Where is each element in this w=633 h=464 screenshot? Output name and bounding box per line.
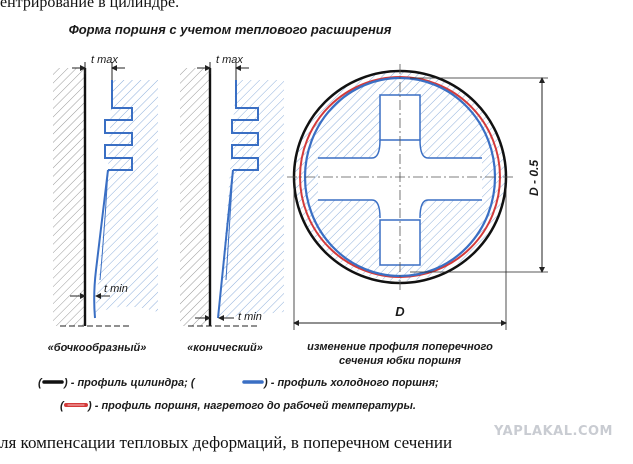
ring-grooves-2 [231, 80, 259, 171]
caption-cross-1: изменение профиля поперечного [307, 341, 493, 353]
t-max-label-1: t max [91, 54, 118, 66]
piston-body-hatch-2 [218, 80, 284, 318]
t-max-label-2: t max [216, 54, 243, 66]
t-min-label-2: t min [238, 311, 262, 323]
cold-piston-profile [93, 169, 109, 319]
bottom-paragraph-text: ля компенсации тепловых деформаций, в по… [0, 433, 453, 452]
svg-text:) - профиль холодного поршня;: ) - профиль холодного поршня; [263, 377, 439, 389]
legend-line-1: ( ) - профиль цилиндра; ( ) - профиль хо… [38, 377, 439, 389]
d-minus-label: D - 0.5 [527, 160, 541, 196]
svg-text:(: ( [38, 377, 43, 389]
cold-piston-profile-2 [217, 169, 234, 319]
d-label: D [395, 304, 405, 319]
cross-section: D - 0.5 D [287, 64, 548, 330]
piston-inner-line [99, 169, 109, 281]
diagram-title: Форма поршня с учетом теплового расширен… [69, 22, 392, 37]
top-paragraph-text: ентрирование в цилиндре. [0, 0, 180, 11]
svg-text:) - профиль поршня, нагретого: ) - профиль поршня, нагретого до рабочей… [87, 400, 416, 412]
watermark: YAPLAKAL.COM [494, 424, 613, 439]
cylinder-wall-hatch [53, 68, 85, 326]
conical-profile: t max t min [180, 54, 284, 327]
svg-text:(: ( [60, 400, 65, 412]
caption-conical: «конический» [187, 342, 263, 354]
legend-line-2: ( ) - профиль поршня, нагретого до рабоч… [60, 400, 416, 412]
piston-inner-line-2 [225, 169, 234, 281]
caption-barrel: «бочкообразный» [48, 342, 147, 354]
svg-text:) - профиль цилиндра; (: ) - профиль цилиндра; ( [63, 377, 196, 389]
caption-cross-2: сечения юбки поршня [339, 355, 462, 367]
barrel-profile: t max t min [53, 54, 158, 327]
ring-grooves [104, 80, 133, 171]
piston-body-hatch [95, 80, 158, 315]
t-min-label-1: t min [104, 283, 128, 295]
cylinder-wall-hatch-2 [180, 68, 210, 326]
